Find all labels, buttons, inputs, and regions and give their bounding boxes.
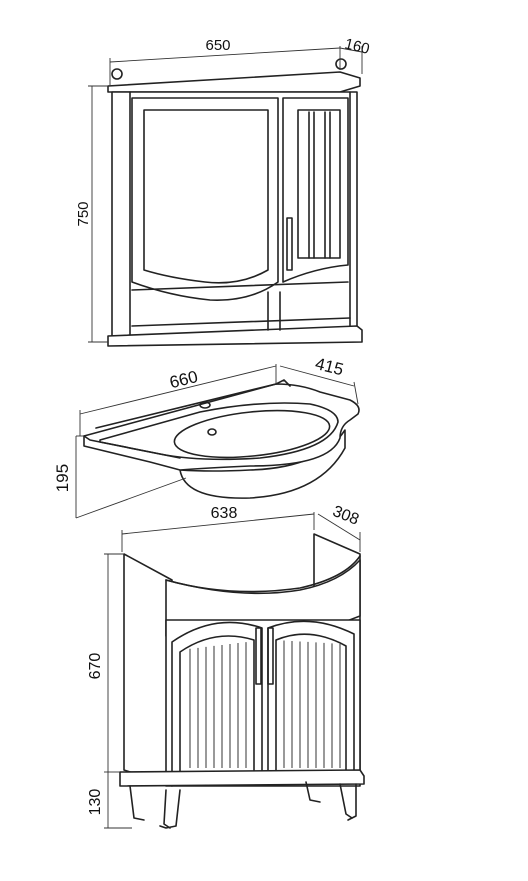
mirror-cabinet: 650 160 750 (75, 35, 371, 347)
faucet-hole (199, 401, 211, 409)
mirror-door (131, 97, 279, 301)
base-cabinet: 638 308 670 130 (87, 503, 365, 829)
mirror-glass (143, 109, 269, 284)
mirror-cabinet-base (107, 325, 363, 347)
right-cabinet-door (282, 97, 349, 283)
basin-rim (99, 402, 339, 461)
leg-front-middle (159, 789, 181, 829)
leg-back-right (305, 781, 321, 803)
base-cabinet-door-left (171, 621, 263, 781)
mirror-depth-label: 160 (343, 35, 371, 58)
cabinet-width-label: 638 (211, 505, 238, 522)
basin-height-label: 195 (53, 464, 72, 492)
leg-front-right (339, 783, 353, 819)
hanging-hook-right (335, 58, 347, 70)
hanging-hook-left (111, 68, 123, 80)
leg-front-left (129, 785, 145, 821)
basin-bowl (173, 409, 331, 459)
door-handle-left (255, 627, 262, 685)
basin-depth-label: 415 (313, 354, 345, 379)
right-door-handle (286, 217, 293, 271)
door-slats (189, 640, 341, 768)
door-handle-right (267, 627, 274, 685)
basin-bowl-underside (179, 429, 346, 499)
basin-countertop (83, 383, 360, 471)
cabinet-height-label: 670 (87, 653, 104, 680)
mirror-width-label: 650 (205, 37, 230, 54)
mirror-height-label: 750 (75, 201, 92, 226)
leg-height-label: 130 (87, 789, 104, 816)
basin-width-label: 660 (168, 367, 200, 392)
basin-back-ledge (95, 383, 277, 429)
base-cabinet-side-panel (123, 553, 173, 787)
mirror-cabinet-shelf (131, 317, 351, 327)
base-cabinet-door-right (267, 620, 355, 781)
right-door-panel (297, 109, 341, 259)
washbasin: 660 415 195 (53, 354, 360, 519)
base-cabinet-plinth (119, 769, 365, 787)
basin-drain (207, 428, 217, 436)
mirror-cabinet-top-cap (107, 71, 361, 93)
